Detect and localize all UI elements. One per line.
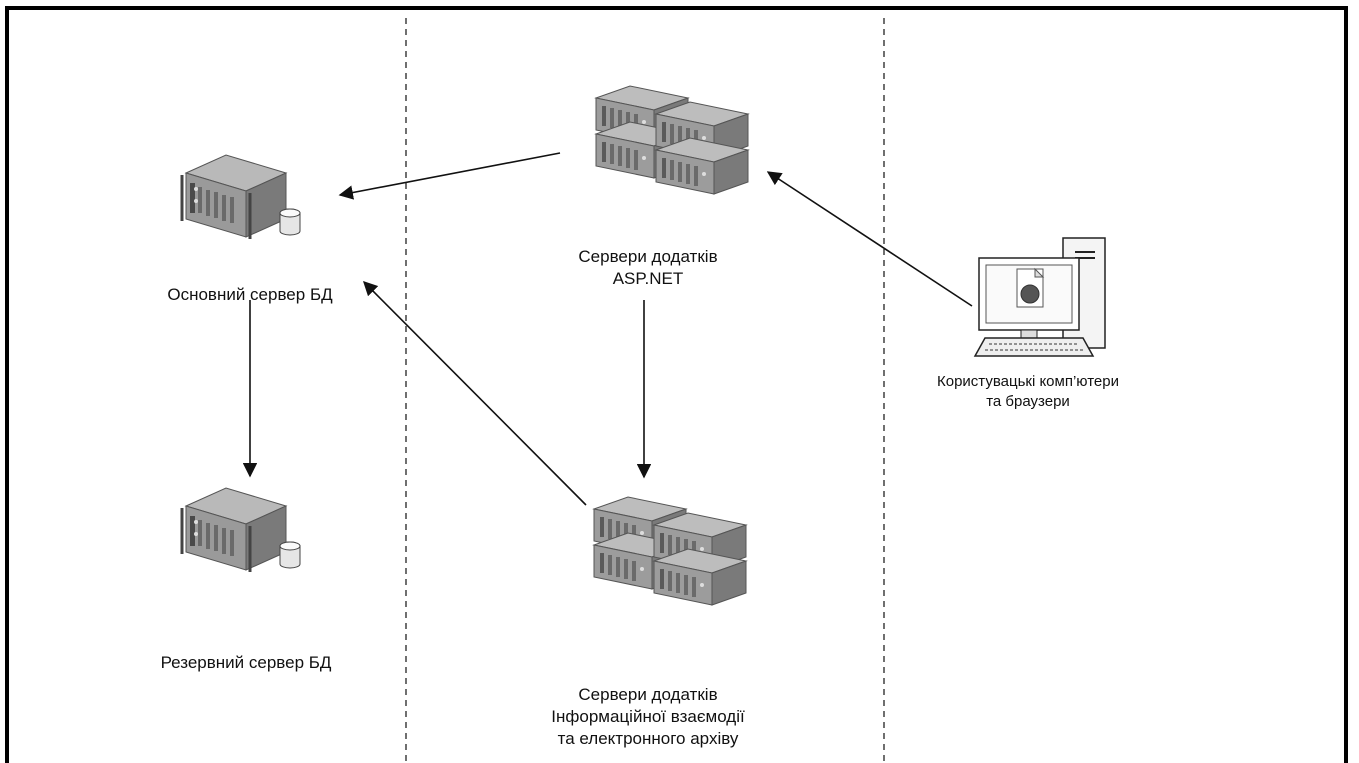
asp-servers-label: Сервери додатків ASP.NET	[578, 247, 718, 288]
arrow-user-to-asp	[766, 171, 973, 307]
diagram-frame	[5, 6, 1348, 763]
backup-db-server-icon	[180, 486, 301, 574]
asp-server-cluster-icon	[596, 86, 748, 194]
user-pcs-label: Користувацькі комп’ютери та браузери	[937, 373, 1119, 410]
arrow-archive-to-primary-db	[362, 280, 587, 506]
primary-db-label: Основний сервер БД	[167, 285, 333, 304]
archive-servers-label: Сервери додатків Інформаційної взаємодії…	[551, 685, 745, 748]
backup-db-label: Резервний сервер БД	[160, 653, 332, 672]
arrow-asp-to-primary-db	[338, 152, 561, 200]
archive-server-cluster-icon	[594, 497, 746, 605]
primary-db-server-icon	[180, 153, 301, 241]
desktop-computer-icon	[973, 237, 1106, 357]
